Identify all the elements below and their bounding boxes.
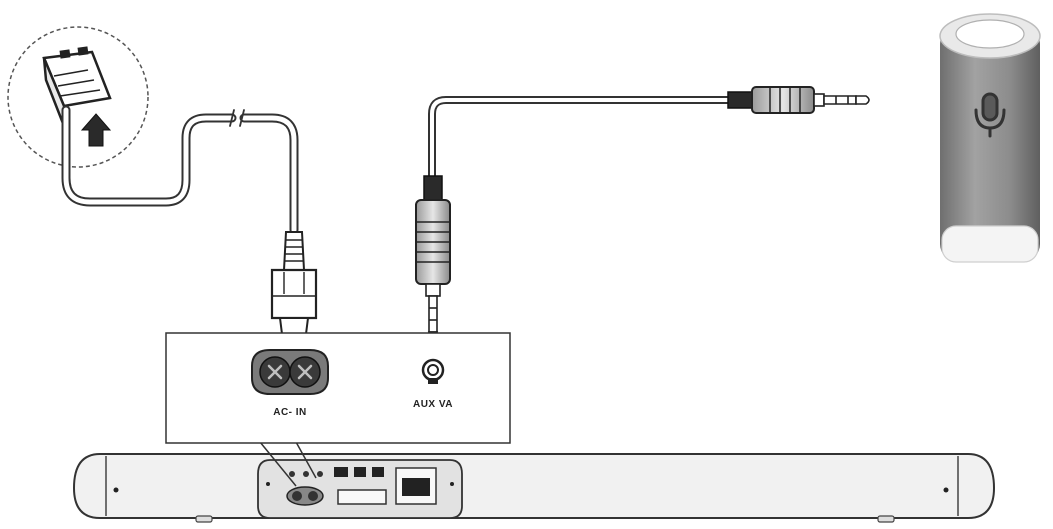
soundbar xyxy=(72,453,996,523)
aux-plug-vertical xyxy=(415,175,451,345)
soundbar-body xyxy=(72,453,996,519)
ac-in-port xyxy=(251,349,329,395)
callout-lines xyxy=(259,441,317,487)
ac-in-label: AC- IN xyxy=(273,407,307,418)
speaker-body xyxy=(940,26,1040,262)
power-plug-connector xyxy=(270,231,318,335)
aux-port xyxy=(421,358,445,384)
aux-plug-horizontal xyxy=(727,86,870,114)
up-arrow-icon xyxy=(80,113,112,147)
aux-label: AUX VA xyxy=(413,399,453,410)
smart-speaker-icon xyxy=(939,13,1041,263)
power-cable xyxy=(61,105,299,235)
wall-outlet-plug-icon xyxy=(7,26,149,168)
microphone-icon xyxy=(974,92,1006,138)
zoomed-port-panel: AC- IN AUX VA xyxy=(165,332,511,444)
audio-cable xyxy=(428,96,734,182)
